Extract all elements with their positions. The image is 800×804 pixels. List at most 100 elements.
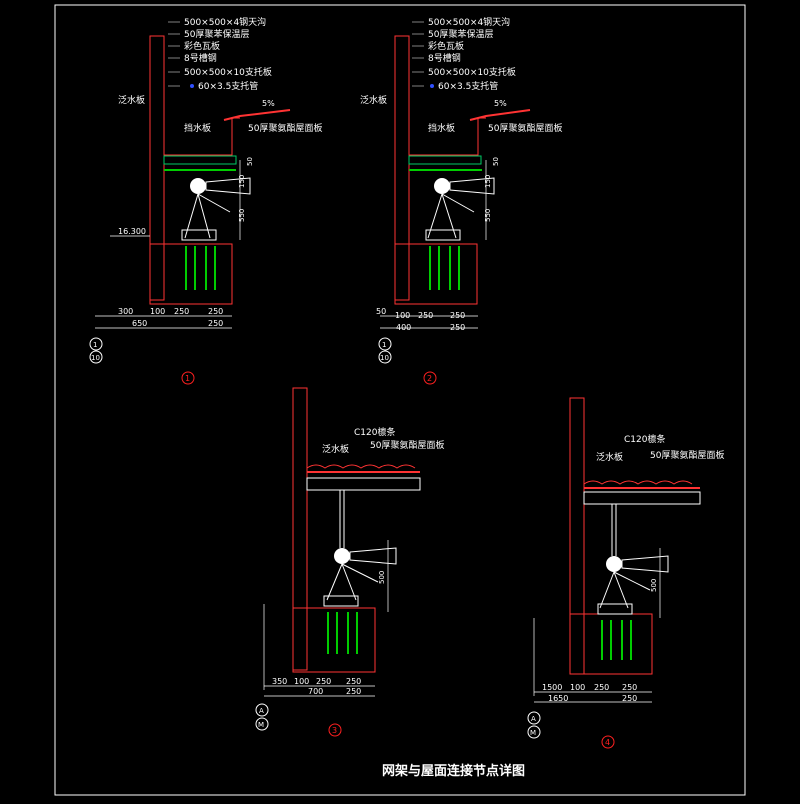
web-members (427, 193, 475, 239)
d2-slope: 5% (494, 99, 507, 108)
d2-dim-top-0: 50 (376, 307, 386, 316)
roof-ribs (583, 480, 693, 485)
anchor-bolts (185, 246, 216, 290)
d1-label-0: 500×500×4钢天沟 (184, 16, 266, 28)
d2-label-3: 8号槽钢 (428, 52, 461, 64)
web-members (599, 571, 651, 609)
wall-column (292, 387, 308, 671)
d1-dim-v-1: 150 (238, 175, 246, 188)
axis-bubble-1 (89, 337, 103, 351)
insulation-layer (408, 155, 482, 165)
d4-dim-bottom-1: 250 (622, 694, 637, 703)
axis-bubble-2 (89, 350, 103, 364)
d4-dim-top-1: 100 (570, 683, 585, 692)
d3-dim-bottom-0: 700 (308, 687, 323, 696)
drawing-frame (54, 4, 746, 796)
text-layer: 500×500×4钢天沟 50厚聚苯保温层 彩色瓦板 8号槽钢 500×500×… (91, 16, 724, 779)
blue-marker (430, 84, 434, 88)
leader-lines (168, 21, 180, 87)
roof-panel-line (223, 109, 291, 121)
detail-marker (181, 371, 195, 385)
d1-dim-bottom-1: 250 (208, 319, 223, 328)
ball-node (434, 178, 450, 194)
pipe-member (449, 177, 495, 195)
d2-label-4: 500×500×10支托板 (428, 66, 516, 78)
detail-4 (527, 397, 701, 749)
ball-node (334, 548, 350, 564)
d3-dim-top-1: 100 (294, 677, 309, 686)
c120-purlin (583, 491, 701, 505)
detail-3 (255, 387, 421, 737)
d2-dim-bottom-1: 250 (450, 323, 465, 332)
d2-dangshui: 挡水板 (428, 122, 455, 134)
axis-bubble-2 (255, 717, 269, 731)
d2-axis-0: 1 (382, 341, 386, 349)
d3-dim-v-0: 500 (378, 571, 386, 584)
d1-axis-1: 10 (91, 354, 100, 362)
d4-dim-v-0: 500 (650, 579, 658, 592)
leader-lines (412, 21, 424, 87)
axis-bubble-2 (527, 725, 541, 739)
c120-purlin (306, 477, 421, 491)
d1-dim-top-2: 250 (174, 307, 189, 316)
d1-dim-v-0: 50 (246, 157, 254, 166)
base-plate (181, 229, 217, 241)
d1-slope: 5% (262, 99, 275, 108)
d2-axis-1: 10 (380, 354, 389, 362)
d3-axis-0: A (259, 707, 264, 715)
base-plate (323, 595, 359, 607)
ball-node (606, 556, 622, 572)
pipe-member (621, 555, 669, 573)
d3-dim-top-3: 250 (346, 677, 361, 686)
d2-label-5: 60×3.5支托管 (438, 80, 498, 92)
d1-dim-v-2: 550 (238, 209, 246, 222)
support-tube (611, 504, 617, 556)
insulation-layer (163, 155, 237, 165)
d3-purlin: C120檩条 (354, 426, 395, 438)
d4-roof-panel: 50厚聚氨酯屋面板 (650, 449, 724, 461)
d1-dim-top-3: 250 (208, 307, 223, 316)
axis-bubble-1 (527, 711, 541, 725)
blue-marker (190, 84, 194, 88)
web-members (184, 193, 231, 239)
d1-roof-panel: 50厚聚氨酯屋面板 (248, 122, 322, 134)
d4-dim-top-3: 250 (622, 683, 637, 692)
dim-lines (380, 315, 478, 329)
base-plate (597, 603, 633, 615)
wall-column (149, 35, 165, 301)
d3-dim-top-2: 250 (316, 677, 331, 686)
detail-marker (328, 723, 342, 737)
d1-label-2: 彩色瓦板 (184, 40, 220, 52)
d2-fanshui: 泛水板 (360, 94, 387, 106)
ball-node (190, 178, 206, 194)
d4-axis-1: M (530, 729, 536, 737)
d1-label-5: 60×3.5支托管 (198, 80, 258, 92)
d2-label-0: 500×500×4钢天沟 (428, 16, 510, 28)
d3-dim-top-0: 350 (272, 677, 287, 686)
d2-dim-top-3: 250 (450, 311, 465, 320)
d2-dim-top-2: 250 (418, 311, 433, 320)
axis-bubble-1 (378, 337, 392, 351)
d4-fanshui: 泛水板 (596, 451, 623, 463)
d4-axis-0: A (531, 715, 536, 723)
d1-elevation: 16.300 (118, 227, 146, 236)
d2-number: 2 (427, 374, 432, 383)
web-members (326, 563, 379, 601)
d1-dim-top-0: 300 (118, 307, 133, 316)
dim-lines (264, 685, 375, 697)
axis-bubble-2 (378, 350, 392, 364)
base-plate (425, 229, 461, 241)
detail-marker (601, 735, 615, 749)
d2-dim-top-1: 100 (395, 311, 410, 320)
d1-dangshui: 挡水板 (184, 122, 211, 134)
d4-number: 4 (605, 738, 610, 747)
d2-label-2: 彩色瓦板 (428, 40, 464, 52)
d4-purlin: C120檩条 (624, 433, 665, 445)
d1-label-3: 8号槽钢 (184, 52, 217, 64)
dim-lines (95, 315, 232, 329)
d3-roof-panel: 50厚聚氨酯屋面板 (370, 439, 444, 451)
foundation-block (149, 243, 233, 305)
roof-ribs (306, 464, 416, 469)
d3-axis-1: M (258, 721, 264, 729)
